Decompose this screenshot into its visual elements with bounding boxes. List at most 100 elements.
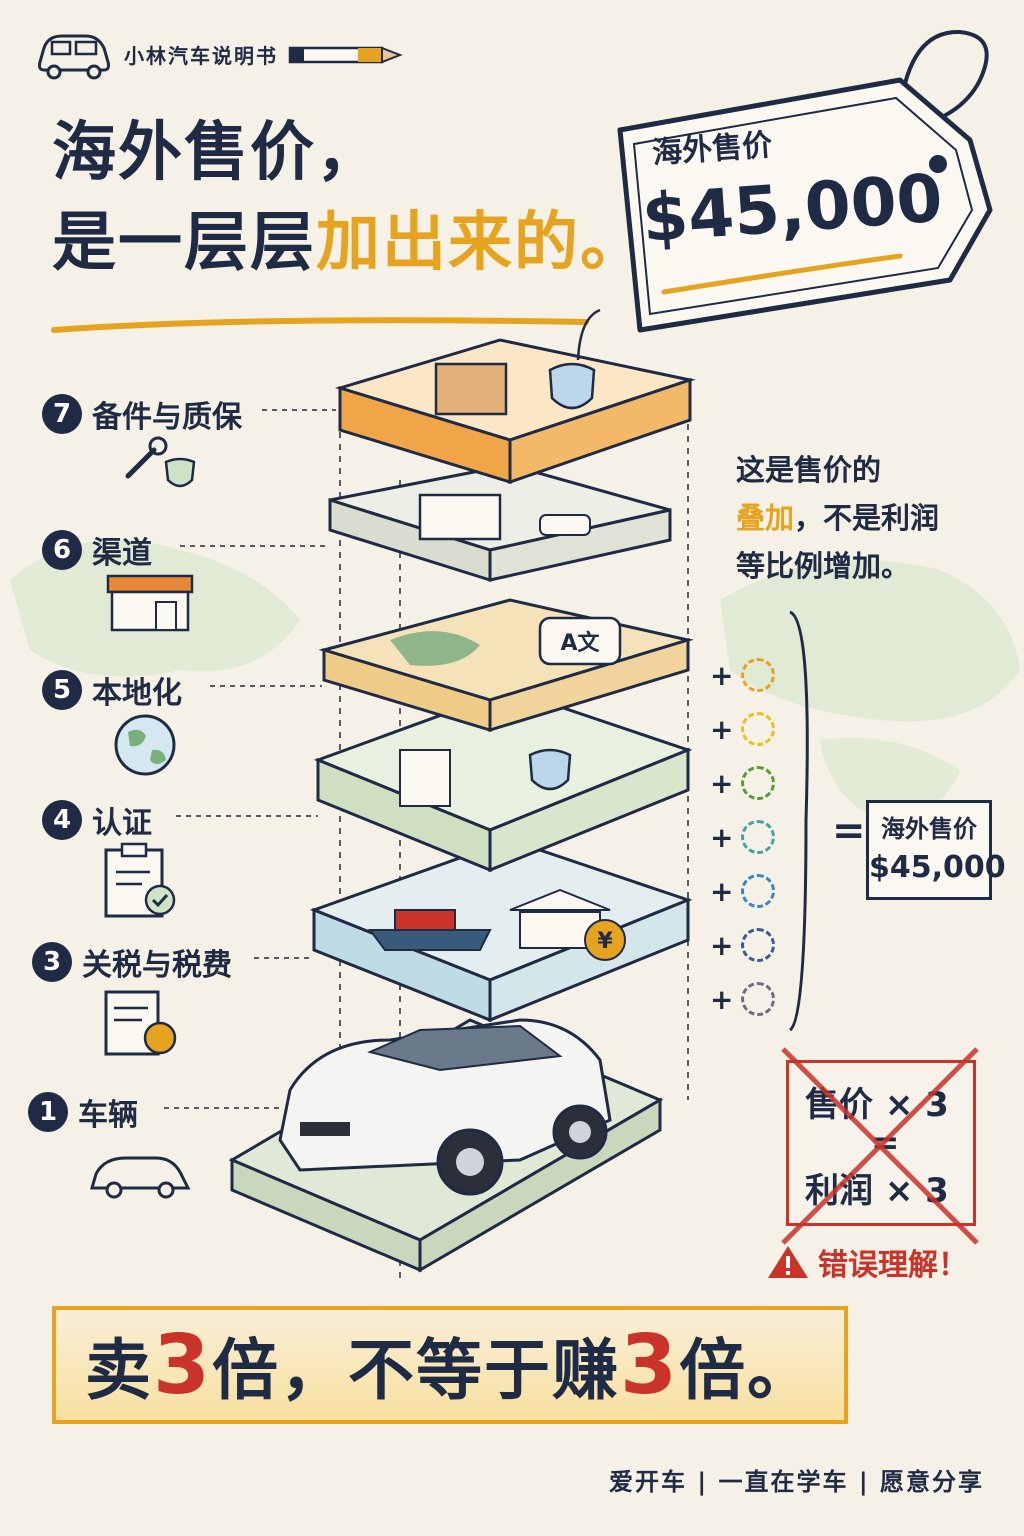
stack-note: 这是售价的 叠加，不是利润 等比例增加。 bbox=[736, 446, 939, 590]
layer-stack: ¥ A文 bbox=[228, 338, 696, 1280]
slogan-banner: 卖3倍，不等于赚3倍。 bbox=[52, 1306, 848, 1424]
plus-row: + bbox=[710, 766, 776, 800]
headline-highlight: 加出来的。 bbox=[316, 206, 646, 280]
note-line-1: 这是售价的 bbox=[736, 453, 882, 487]
layer-label-4: 4 认证 bbox=[42, 798, 152, 842]
warning-icon bbox=[768, 1246, 808, 1278]
slogan-part-1: 卖 bbox=[84, 1332, 153, 1409]
plus-sign: + bbox=[710, 928, 734, 962]
dashed-circle-icon bbox=[741, 820, 776, 854]
slogan-part-3: 倍。 bbox=[679, 1332, 816, 1409]
layer-number-7: 7 bbox=[42, 394, 82, 434]
slogan: 卖3倍，不等于赚3倍。 bbox=[85, 1317, 815, 1413]
sum-label: 海外售价 bbox=[881, 815, 977, 843]
tax-document-icon bbox=[104, 990, 177, 1056]
wrong-warning: 错误理解！ bbox=[766, 1240, 968, 1284]
plus-sign: + bbox=[710, 820, 734, 854]
wrong-understanding-box: 售价 × 3 = 利润 × 3 bbox=[781, 1047, 979, 1245]
translate-bubble-text: A文 bbox=[560, 630, 600, 656]
brand-name: 小林汽车说明书 bbox=[124, 43, 278, 68]
layer-name-6: 渠道 bbox=[92, 536, 152, 571]
note-highlight: 叠加 bbox=[736, 501, 795, 535]
clipboard-icon bbox=[399, 749, 451, 807]
plus-sign: + bbox=[710, 712, 734, 746]
globe-icon bbox=[114, 714, 176, 776]
layer-label-3: 3 关税与税费 bbox=[32, 940, 232, 984]
layer-channel bbox=[328, 463, 672, 583]
layer-customs: ¥ bbox=[309, 838, 693, 1023]
dashed-circle-icon bbox=[741, 982, 776, 1016]
plus-sign: + bbox=[710, 874, 734, 908]
layer-label-1: 1 车辆 bbox=[28, 1090, 138, 1134]
sum-equals: = bbox=[832, 808, 866, 854]
headline-underline bbox=[51, 317, 589, 333]
layer-name-5: 本地化 bbox=[92, 676, 182, 711]
layer-number-3: 3 bbox=[32, 942, 72, 982]
dashed-circle-icon bbox=[741, 658, 776, 692]
car-logo-icon bbox=[38, 34, 110, 80]
plus-sign: + bbox=[710, 766, 734, 800]
layer-parts-warranty bbox=[334, 338, 696, 485]
plus-row: + bbox=[710, 874, 776, 908]
note-line-3: 等比例增加。 bbox=[736, 549, 911, 583]
yen-coin-text: ¥ bbox=[597, 929, 613, 954]
dashed-circle-icon bbox=[741, 874, 776, 908]
plus-column: + + + + + + + bbox=[710, 658, 776, 1036]
headline-line-2-main: 是一层层 bbox=[52, 206, 316, 280]
slogan-part-2: 倍，不等于赚 bbox=[212, 1332, 620, 1409]
plus-sign: + bbox=[710, 658, 734, 692]
slogan-num-2: 3 bbox=[620, 1318, 680, 1413]
headline-line-2: 是一层层加出来的。 bbox=[52, 198, 646, 288]
small-car-icon bbox=[539, 514, 591, 536]
car-outline-icon bbox=[90, 1156, 191, 1199]
wrench-shield-icon bbox=[125, 436, 196, 488]
shield-icon bbox=[528, 748, 572, 791]
layer-number-4: 4 bbox=[42, 800, 82, 840]
clipboard-check-icon bbox=[104, 842, 176, 918]
layer-name-1: 车辆 bbox=[78, 1098, 138, 1133]
dealership-icon bbox=[418, 493, 502, 541]
note-line-2-rest: ，不是利润 bbox=[794, 501, 940, 535]
headline-line-1: 海外售价， bbox=[52, 116, 382, 190]
warning-text: 错误理解！ bbox=[818, 1248, 968, 1283]
layer-name-7: 备件与质保 bbox=[92, 400, 242, 435]
pencil-icon bbox=[288, 46, 403, 64]
slogan-num-1: 3 bbox=[152, 1318, 212, 1413]
plus-row: + bbox=[710, 820, 776, 854]
layer-localization: A文 bbox=[318, 598, 694, 733]
plus-row: + bbox=[710, 712, 776, 746]
map-icon bbox=[390, 631, 480, 666]
leader-lines bbox=[164, 308, 809, 1109]
plus-row: + bbox=[710, 658, 776, 692]
translate-bubble-icon bbox=[538, 616, 622, 666]
dashed-circle-icon bbox=[741, 928, 776, 962]
plus-row: + bbox=[710, 982, 776, 1016]
layer-name-4: 认证 bbox=[92, 806, 152, 841]
layer-label-5: 5 本地化 bbox=[42, 668, 182, 712]
dashed-circle-icon bbox=[741, 712, 776, 746]
layer-number-1: 1 bbox=[28, 1092, 68, 1132]
headline: 海外售价， 是一层层加出来的。 bbox=[52, 108, 646, 288]
layer-label-7: 7 备件与质保 bbox=[42, 392, 242, 436]
cross-out-icon bbox=[781, 1047, 979, 1245]
plus-sign: + bbox=[710, 982, 734, 1016]
layer-number-5: 5 bbox=[42, 670, 82, 710]
layer-name-3: 关税与税费 bbox=[82, 948, 232, 983]
note-line-2: 叠加，不是利润 bbox=[736, 494, 939, 542]
yen-coin-icon bbox=[584, 919, 626, 961]
storefront-icon bbox=[106, 574, 194, 632]
brand-header: 小林汽车说明书 bbox=[34, 28, 408, 80]
plus-row: + bbox=[710, 928, 776, 962]
car-icon bbox=[278, 1018, 612, 1196]
price-tag-icon bbox=[617, 29, 993, 333]
layer-label-6: 6 渠道 bbox=[42, 528, 152, 572]
layer-number-6: 6 bbox=[42, 530, 82, 570]
dashed-circle-icon bbox=[741, 766, 776, 800]
footer-tagline: 爱开车 | 一直在学车 | 愿意分享 bbox=[609, 1468, 984, 1496]
shield-check-icon bbox=[548, 362, 596, 410]
bank-icon bbox=[509, 888, 611, 911]
layer-certification bbox=[313, 688, 693, 873]
sum-price: $45,000 bbox=[869, 850, 1006, 885]
box-icon bbox=[434, 362, 508, 416]
sum-box: 海外售价 $45,000 bbox=[866, 800, 1006, 900]
